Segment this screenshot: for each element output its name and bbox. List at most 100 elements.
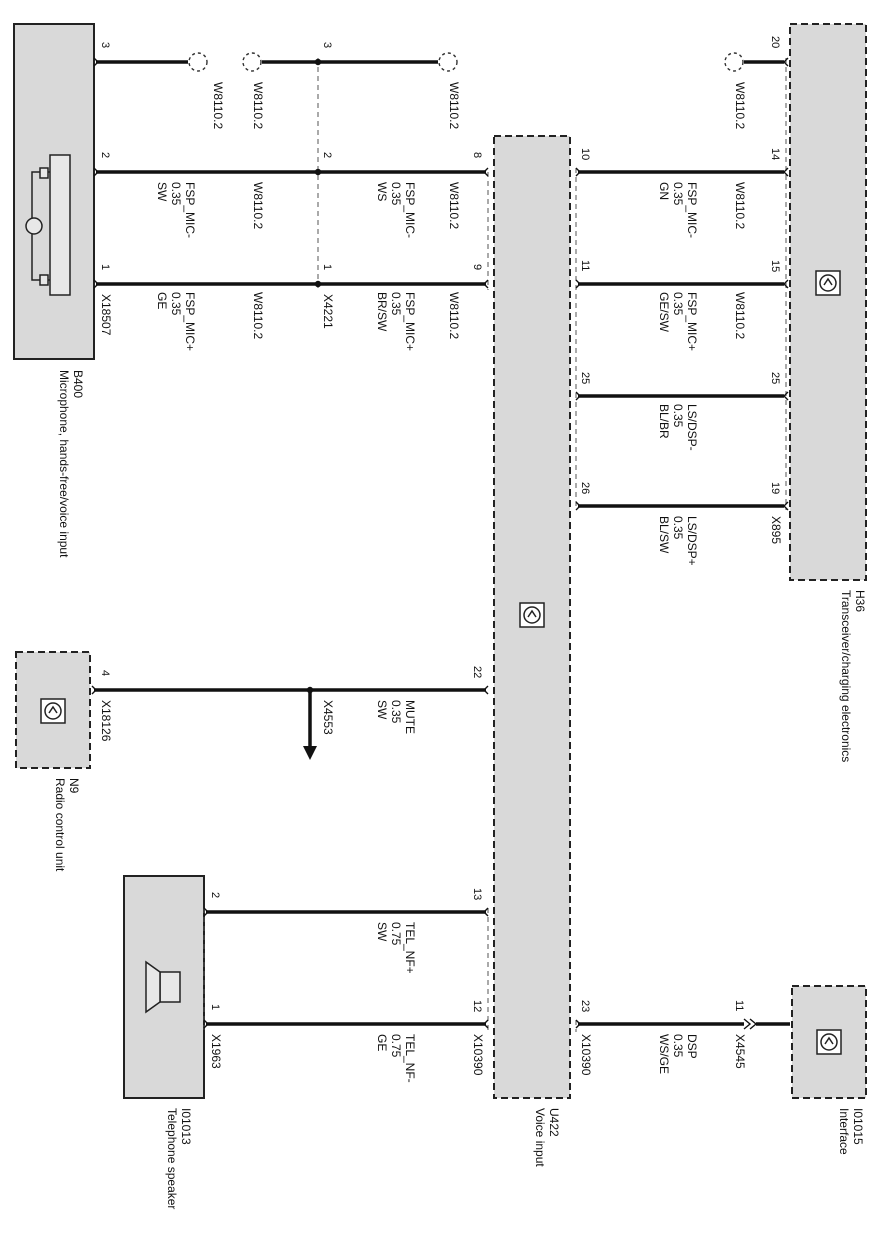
wire-label-dsp: DSP 0.35 WS/GE [657, 1034, 699, 1074]
connector-x1963: X1963 [209, 1034, 223, 1069]
svg-text:MUTE: MUTE [403, 700, 417, 734]
wire-label-fsp-mic-minus-gn: FSP_MIC- 0.35 GN [657, 182, 699, 238]
connector-x10390-right: X10390 [579, 1034, 593, 1076]
svg-text:FSP_MIC+: FSP_MIC+ [685, 292, 699, 351]
pin-marks [91, 57, 789, 1030]
w-label: W8110.2 [211, 82, 225, 129]
connector-x4553: X4553 [321, 700, 335, 735]
i01015-name: Interface [837, 1108, 851, 1155]
svg-text:LS/DSP+: LS/DSP+ [685, 516, 699, 566]
svg-text:0.35: 0.35 [671, 182, 685, 206]
pin-b400-3: 3 [99, 42, 111, 48]
connector-x18126: X18126 [99, 700, 113, 742]
svg-text:0.35: 0.35 [671, 516, 685, 540]
w-label: W8110.2 [447, 292, 461, 339]
svg-text:BL/BR: BL/BR [657, 404, 671, 439]
w-labels: W8110.2 W8110.2 W8110.2 W8110.2 W8110.2 … [211, 82, 747, 339]
component-labels: B400 Microphone, hands-free/voice input … [53, 370, 867, 1209]
pin-h36-20: 20 [769, 36, 781, 48]
w-label: W8110.2 [733, 182, 747, 229]
svg-text:0.35: 0.35 [671, 404, 685, 428]
svg-text:BL/SW: BL/SW [657, 516, 671, 554]
svg-text:FSP_MIC-: FSP_MIC- [403, 182, 417, 238]
svg-text:GN: GN [657, 182, 671, 200]
wire-label-ls-dsp-minus: LS/DSP- 0.35 BL/BR [657, 404, 699, 451]
b400-id: B400 [71, 370, 85, 398]
connector-x895: X895 [769, 516, 783, 544]
wire-label-mute: MUTE 0.35 SW [375, 700, 417, 734]
component-i01015[interactable] [791, 985, 867, 1099]
pin-u422-22: 22 [471, 666, 483, 678]
connector-x4545: X4545 [733, 1034, 747, 1069]
svg-text:0.75: 0.75 [389, 922, 403, 946]
svg-text:GE: GE [155, 292, 169, 309]
svg-text:FSP_MIC+: FSP_MIC+ [403, 292, 417, 351]
wire-label-fsp-mic-minus-sw: FSP_MIC- 0.35 SW [155, 182, 197, 238]
i01013-name: Telephone speaker [165, 1108, 179, 1209]
pin-u422-8: 8 [471, 152, 483, 158]
b400-name: Microphone, hands-free/voice input [57, 370, 71, 558]
x4553-arrow-icon [303, 746, 317, 760]
svg-text:0.35: 0.35 [389, 292, 403, 316]
pin-u422-11: 11 [579, 260, 591, 271]
pin-u422-12: 12 [471, 1000, 483, 1012]
u422-name: Voice input [533, 1108, 547, 1167]
connector-x4221: X4221 [321, 294, 335, 329]
svg-text:LS/DSP-: LS/DSP- [685, 404, 699, 451]
connector-ids: X18507 X4221 X895 X4553 X18126 X1963 X10… [99, 294, 783, 1076]
svg-text:WS/GE: WS/GE [657, 1034, 671, 1074]
w-label: W8110.2 [447, 182, 461, 229]
svg-text:0.35: 0.35 [671, 292, 685, 316]
svg-text:WS: WS [375, 182, 389, 201]
pin-u422-23: 23 [579, 1000, 591, 1012]
pin-h36-14: 14 [769, 148, 781, 160]
u422-id: U422 [547, 1108, 561, 1137]
svg-text:TEL_NF+: TEL_NF+ [403, 922, 417, 974]
control-unit-icon [519, 602, 545, 628]
connector-x18507: X18507 [99, 294, 113, 336]
svg-text:GE: GE [375, 1034, 389, 1051]
n9-name: Radio control unit [53, 778, 67, 872]
pin-u422-9: 9 [471, 264, 483, 270]
pin-u422-25: 25 [579, 372, 591, 384]
svg-text:0.35: 0.35 [169, 182, 183, 206]
component-u422[interactable] [493, 135, 571, 1099]
pin-u422-13: 13 [471, 888, 483, 900]
pin-i01013-2: 2 [209, 892, 221, 898]
pin-i01013-1: 1 [209, 1004, 221, 1010]
n9-id: N9 [67, 778, 81, 794]
wire-label-fsp-mic-minus-ws: FSP_MIC- 0.35 WS [375, 182, 417, 238]
w-label: W8110.2 [251, 292, 265, 339]
svg-text:SW: SW [155, 182, 169, 202]
svg-text:DSP: DSP [685, 1034, 699, 1059]
i01013-id: I01013 [179, 1108, 193, 1145]
svg-text:FSP_MIC-: FSP_MIC- [685, 182, 699, 238]
pin-x4221-2: 2 [321, 152, 333, 158]
connector-lines [203, 58, 787, 1032]
component-n9[interactable] [15, 651, 91, 769]
pin-b400-1: 1 [99, 264, 111, 270]
svg-text:0.35: 0.35 [671, 1034, 685, 1058]
pin-numbers: 3 2 1 3 2 1 8 9 22 13 12 10 11 25 26 23 … [99, 36, 781, 1012]
svg-text:0.35: 0.35 [389, 182, 403, 206]
wire-label-tel-nf-plus: TEL_NF+ 0.75 SW [375, 922, 417, 974]
svg-text:0.75: 0.75 [389, 1034, 403, 1058]
wire-label-fsp-mic-plus-gesw: FSP_MIC+ 0.35 GE/SW [657, 292, 699, 351]
pin-h36-15: 15 [769, 260, 781, 272]
svg-text:SW: SW [375, 700, 389, 720]
pin-u422-10: 10 [579, 148, 591, 160]
wire-label-tel-nf-minus: TEL_NF- 0.75 GE [375, 1034, 417, 1083]
component-h36[interactable] [789, 23, 867, 581]
connector-x10390-left: X10390 [471, 1034, 485, 1076]
pin-u422-26: 26 [579, 482, 591, 494]
w-label: W8110.2 [251, 82, 265, 129]
wire-label-ls-dsp-plus: LS/DSP+ 0.35 BL/SW [657, 516, 699, 566]
pin-n9-4: 4 [99, 670, 111, 676]
pin-i01015-11: 11 [733, 1000, 745, 1011]
pin-h36-25: 25 [769, 372, 781, 384]
component-i01013[interactable] [123, 875, 205, 1099]
w-label: W8110.2 [447, 82, 461, 129]
svg-text:TEL_NF-: TEL_NF- [403, 1034, 417, 1083]
component-b400[interactable] [13, 23, 95, 360]
